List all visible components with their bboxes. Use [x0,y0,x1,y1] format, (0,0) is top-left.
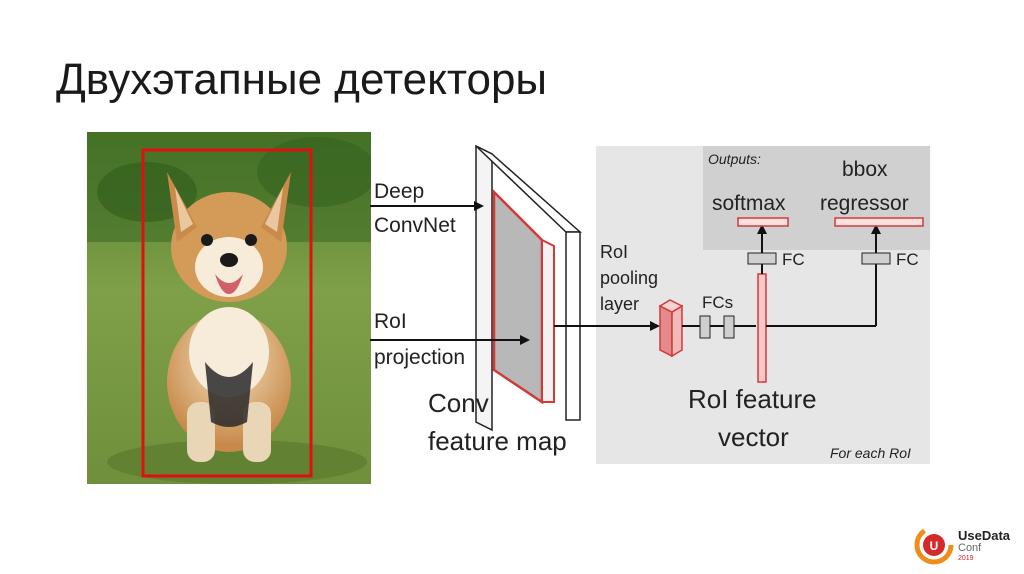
label-fc-left: FC [782,250,805,269]
label-fcs: FCs [702,293,733,312]
label-for-each-roi: For each RoI [830,445,911,461]
label-roi-pooling-1: RoI [600,242,628,262]
logo-year: 2019 [958,555,974,562]
fast-rcnn-diagram: Deep ConvNet RoI projection Conv feature… [370,140,940,470]
feature-map-roi-slab-side [542,240,554,402]
label-regressor: regressor [820,192,909,215]
label-conv: Conv [428,388,489,418]
label-vector: vector [718,422,789,452]
roi-pool-cube-front [660,306,672,356]
logo-brand: UseData [958,529,1010,542]
usedata-logo: U UseData Conf 2019 [912,523,1017,567]
fc-block-1 [700,316,710,338]
fc-left-block [748,253,776,264]
softmax-output-bar [738,218,788,226]
svg-text:U: U [930,539,939,553]
label-feature-map: feature map [428,426,567,456]
label-convnet: ConvNet [374,214,456,237]
bbox-output-bar [835,218,923,226]
roi-feature-vector-bar [758,274,766,382]
label-roi-feature: RoI feature [688,384,817,414]
label-roi-pooling-3: layer [600,294,639,314]
dog-photo [87,132,371,484]
slide-title: Двухэтапные детекторы [56,58,547,102]
label-roi: RoI [374,310,407,333]
label-fc-right: FC [896,250,919,269]
label-softmax: softmax [712,192,786,215]
fc-right-block [862,253,890,264]
label-outputs: Outputs: [708,151,761,167]
label-projection: projection [374,346,465,369]
label-roi-pooling-2: pooling [600,268,658,288]
logo-conf: Conf [958,543,981,554]
label-bbox: bbox [842,158,888,181]
label-deep: Deep [374,180,424,203]
roi-pool-cube-side [672,306,682,356]
fc-block-2 [724,316,734,338]
usedata-logo-icon: U [912,523,956,567]
